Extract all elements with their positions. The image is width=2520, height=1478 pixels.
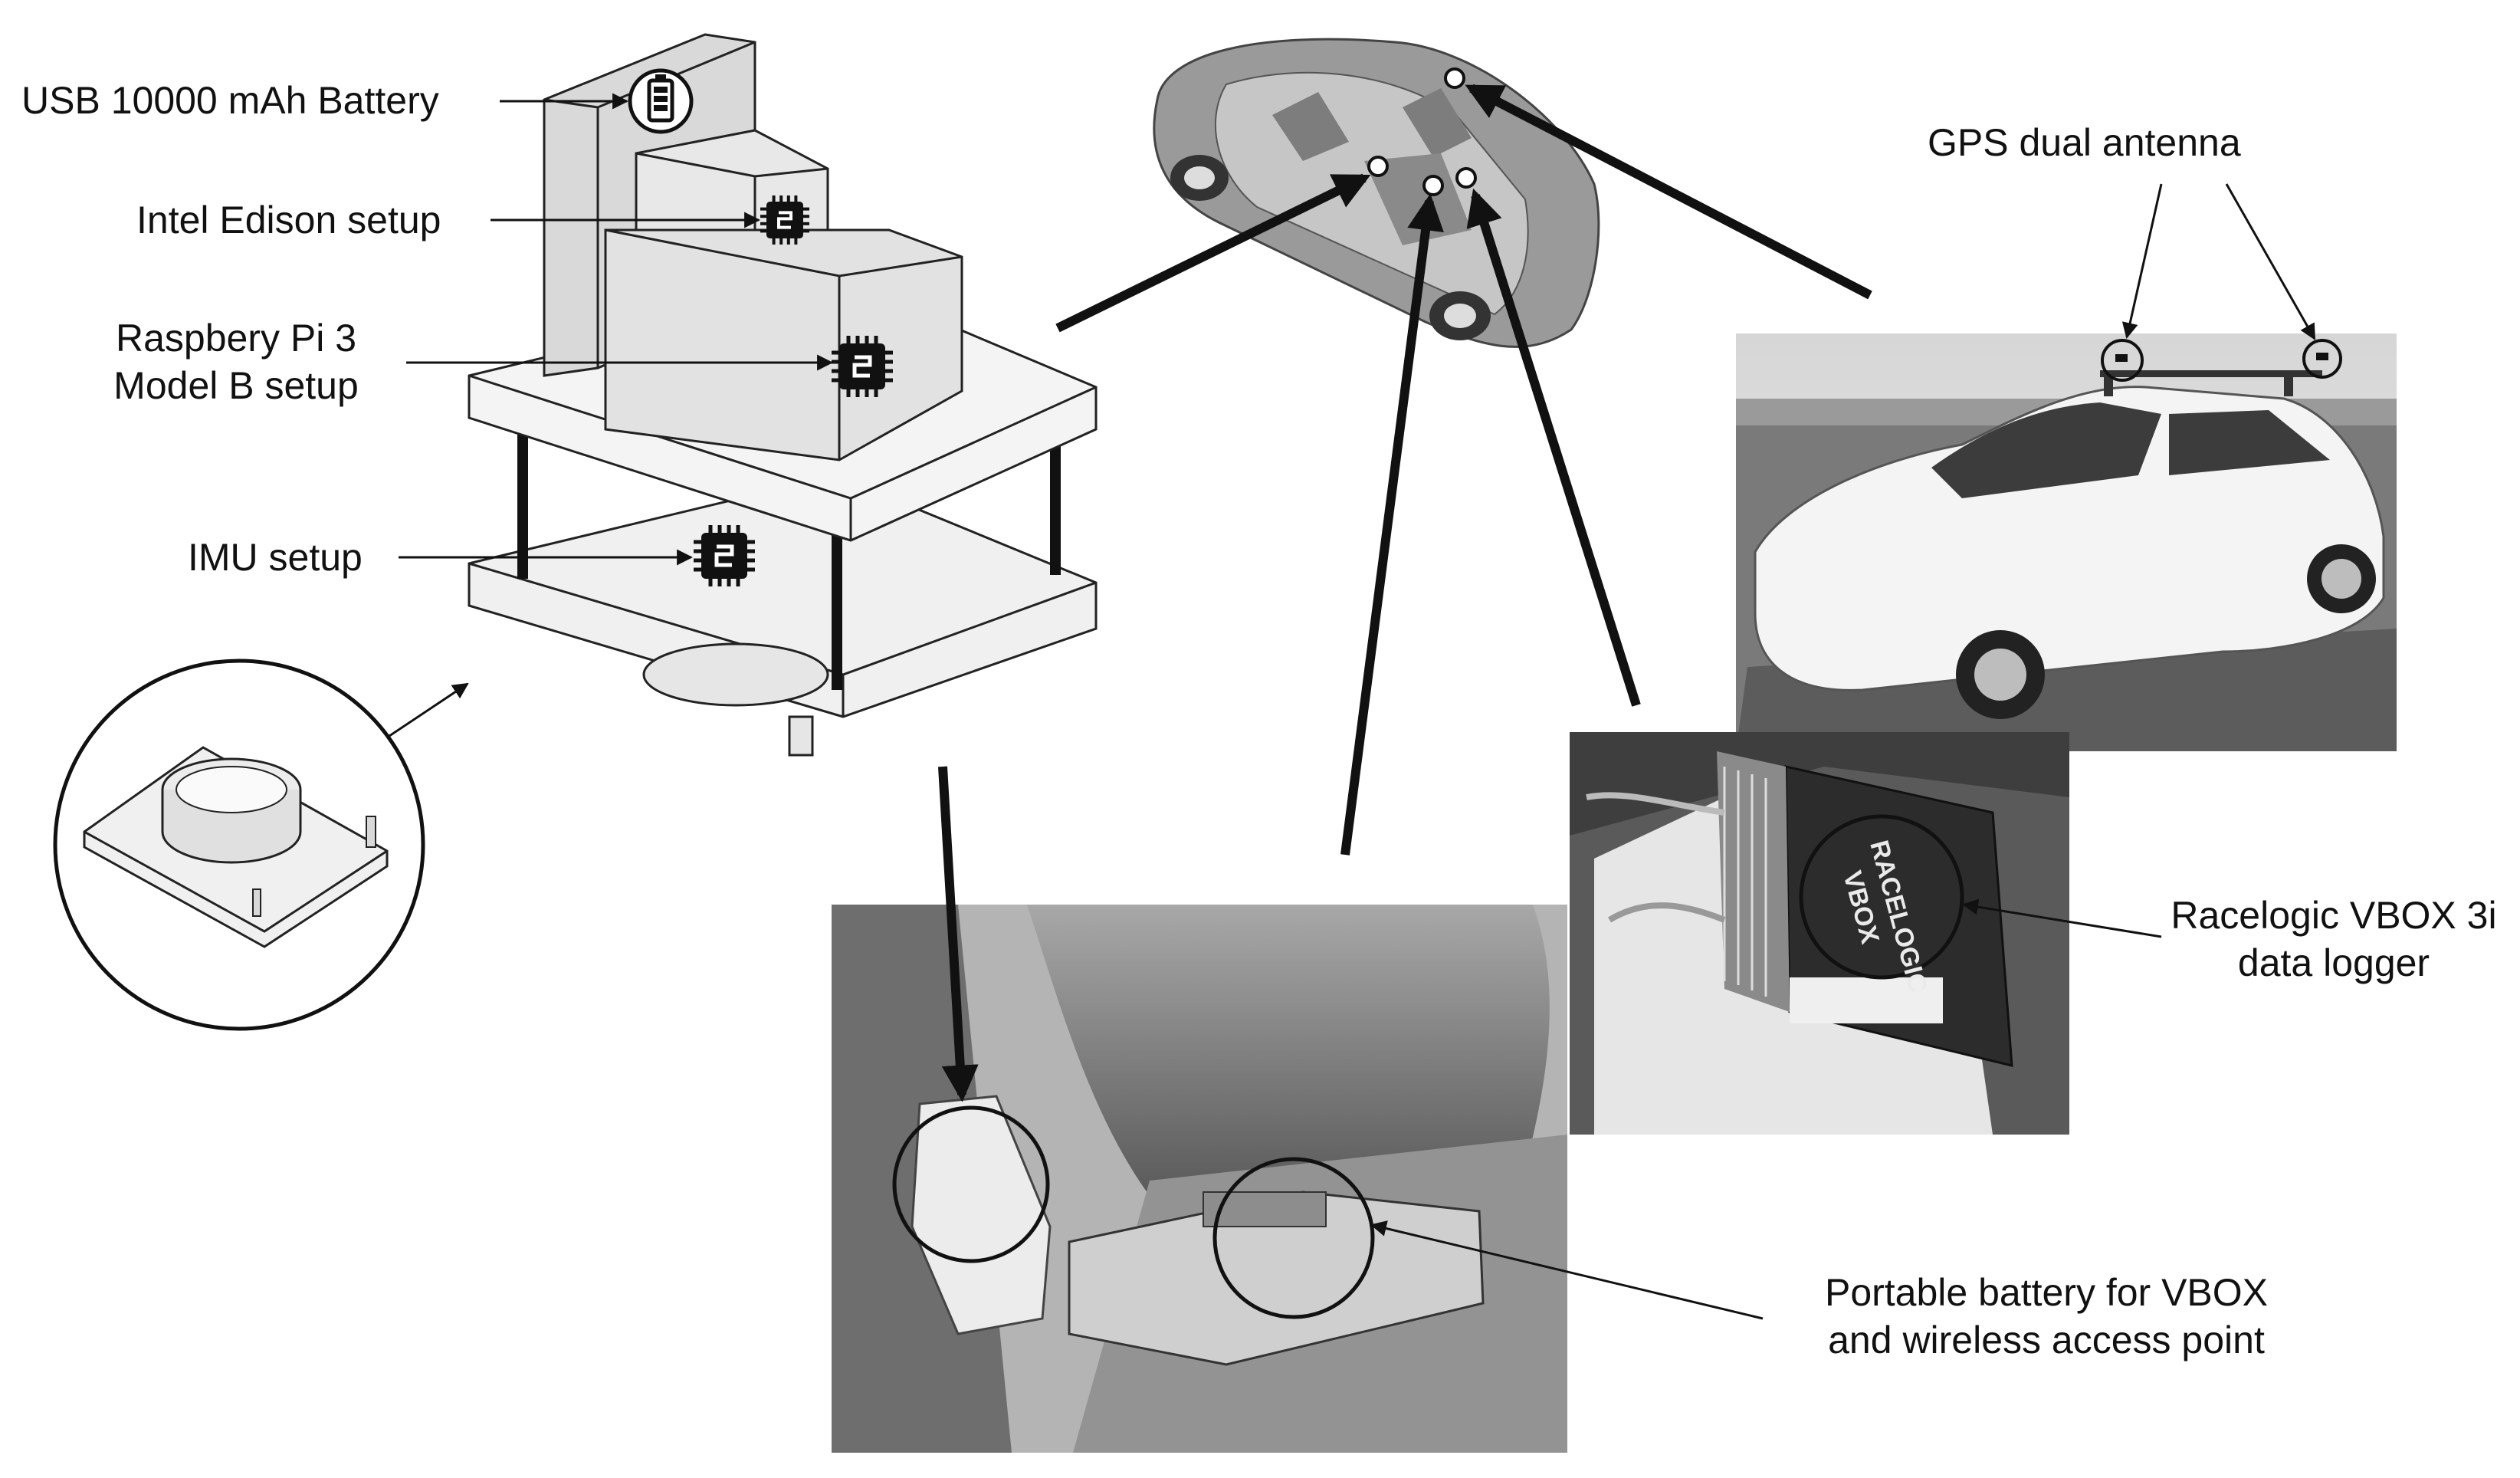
battery-icon — [628, 68, 694, 134]
base-plate-detail — [53, 659, 469, 1031]
sensor-enclosure — [468, 33, 1098, 757]
label-leaders — [399, 93, 2162, 1320]
interior-photo — [832, 905, 1567, 1453]
portable-battery-label: Portable battery for VBOX and wireless a… — [1824, 1271, 2269, 1361]
intel-edison-label: Intel Edison setup — [136, 199, 441, 241]
car-photo — [1736, 333, 2397, 751]
vbox-photo — [1570, 732, 2069, 1135]
mount-arrows — [938, 84, 1872, 1102]
usb-battery-label: USB 10000 mAh Battery — [21, 79, 439, 122]
gps-antenna-label: GPS dual antenna — [1928, 121, 2241, 164]
chip-icon-edison — [760, 195, 809, 245]
imu-label: IMU setup — [188, 536, 363, 579]
car-icon — [1153, 38, 1600, 348]
raspberry-pi-label: Raspbery Pi 3 Model B setup — [113, 317, 359, 407]
vbox-logger-label: Racelogic VBOX 3i data logger — [2171, 894, 2497, 984]
chip-icon-raspberry — [832, 336, 893, 397]
chip-icon-imu — [694, 525, 755, 586]
